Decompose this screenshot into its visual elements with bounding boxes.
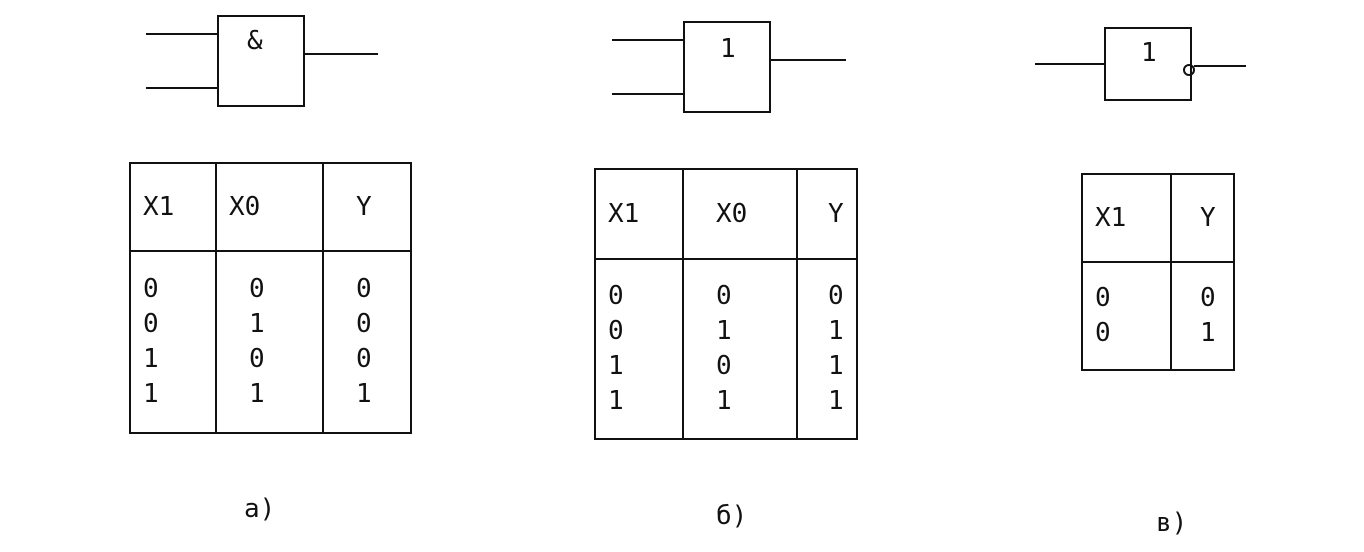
header-y: Y: [1170, 173, 1235, 263]
cell: 0: [356, 344, 372, 374]
column-x1: 0 0 1 1: [129, 250, 217, 434]
and-truth-table: X1 X0 Y 0 0 1 1 0 1 0 1 0 0 0 1: [129, 162, 412, 434]
cell: 0: [716, 281, 732, 311]
header-x1: X1: [129, 162, 217, 252]
cell: 0: [143, 274, 159, 304]
column-y: 0 0 0 1: [322, 250, 412, 434]
cell: 0: [716, 351, 732, 381]
cell: 0: [356, 309, 372, 339]
cell: 1: [143, 344, 159, 374]
cell: 0: [1095, 318, 1111, 348]
cell: 0: [608, 281, 624, 311]
cell: 1: [716, 386, 732, 416]
header-x0: X0: [682, 168, 798, 260]
caption-a: а): [244, 494, 276, 524]
cell: 1: [828, 316, 844, 346]
header-x1: X1: [594, 168, 684, 260]
not-truth-table: X1 Y 0 0 0 1: [1081, 173, 1235, 371]
column-y: 0 1: [1170, 261, 1235, 371]
not-gate-symbol: [1035, 27, 1246, 101]
and-gate-symbol: [146, 15, 378, 107]
cell: 1: [608, 351, 624, 381]
header-x0: X0: [215, 162, 324, 252]
column-x0: 0 1 0 1: [215, 250, 324, 434]
caption-b: б): [716, 501, 748, 531]
cell: 1: [608, 386, 624, 416]
cell: 0: [356, 274, 372, 304]
caption-v: в): [1156, 508, 1188, 538]
column-y: 0 1 1 1: [796, 258, 858, 440]
cell: 1: [143, 379, 159, 409]
header-y: Y: [322, 162, 412, 252]
header-y: Y: [796, 168, 858, 260]
cell: 1: [828, 351, 844, 381]
cell: 1: [249, 309, 265, 339]
and-gate-label: &: [247, 26, 263, 56]
cell: 1: [356, 379, 372, 409]
column-x1: 0 0 1 1: [594, 258, 684, 440]
cell: 1: [249, 379, 265, 409]
cell: 1: [716, 316, 732, 346]
column-x1: 0 0: [1081, 261, 1172, 371]
cell: 0: [143, 309, 159, 339]
or-gate-label: 1: [720, 34, 736, 64]
cell: 0: [608, 316, 624, 346]
cell: 0: [1095, 283, 1111, 313]
cell: 0: [828, 281, 844, 311]
cell: 0: [1200, 283, 1216, 313]
header-x1: X1: [1081, 173, 1172, 263]
cell: 1: [1200, 318, 1216, 348]
not-gate-label: 1: [1141, 38, 1157, 68]
or-gate-symbol: [612, 21, 846, 113]
cell: 0: [249, 274, 265, 304]
or-truth-table: X1 X0 Y 0 0 1 1 0 1 0 1 0 1 1 1: [594, 168, 858, 440]
cell: 0: [249, 344, 265, 374]
column-x0: 0 1 0 1: [682, 258, 798, 440]
cell: 1: [828, 386, 844, 416]
